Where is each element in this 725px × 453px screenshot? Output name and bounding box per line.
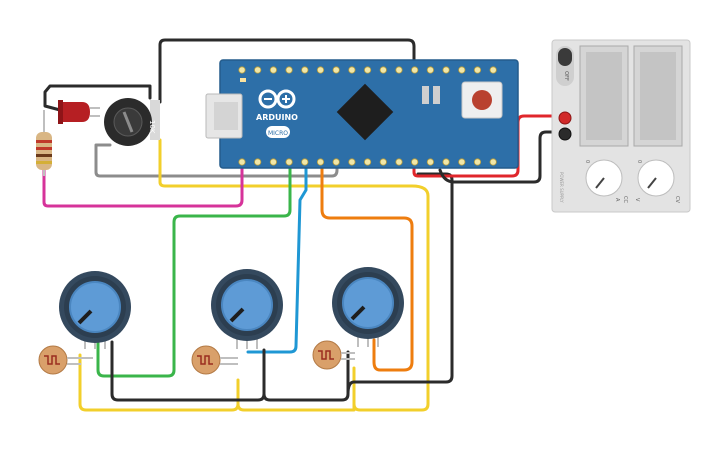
header-pin[interactable] bbox=[285, 66, 293, 74]
voltage-knob-caption: V bbox=[634, 198, 640, 202]
power-switch-label: OFF bbox=[563, 71, 569, 81]
header-pin[interactable] bbox=[238, 158, 246, 166]
arduino-logo: ARDUINO MICRO bbox=[256, 89, 298, 138]
header-pin[interactable] bbox=[379, 66, 387, 74]
wire-red-power[interactable] bbox=[412, 114, 564, 178]
wire-blue[interactable] bbox=[246, 160, 308, 354]
crystal bbox=[422, 86, 429, 104]
header-pin[interactable] bbox=[473, 158, 482, 166]
voltage-knob-cv: CV bbox=[674, 196, 680, 203]
negative-terminal[interactable] bbox=[558, 127, 572, 141]
header-pin[interactable] bbox=[363, 66, 372, 74]
header-pin[interactable] bbox=[269, 66, 277, 74]
header-pin[interactable] bbox=[458, 66, 466, 74]
header-pin[interactable] bbox=[332, 158, 340, 166]
photoresistor-1[interactable] bbox=[38, 345, 93, 375]
trimpot-10k[interactable]: 10K bbox=[104, 98, 160, 146]
bottom-header-pins bbox=[238, 158, 497, 166]
header-pin[interactable] bbox=[489, 66, 497, 74]
header-pin[interactable] bbox=[348, 66, 356, 74]
wire-black-power[interactable] bbox=[438, 130, 564, 184]
wire-black-bottom[interactable] bbox=[110, 172, 454, 402]
wire-black-top[interactable] bbox=[158, 38, 416, 104]
header-pin[interactable] bbox=[238, 66, 246, 74]
current-knob-cc: CC bbox=[622, 196, 628, 203]
voltage-knob-min: 0 bbox=[636, 160, 642, 163]
header-pin[interactable] bbox=[316, 158, 325, 166]
photoresistor-2[interactable] bbox=[191, 345, 238, 375]
arduino-micro-board[interactable]: ARDUINO MICRO bbox=[205, 59, 519, 169]
top-header-pins bbox=[238, 66, 497, 74]
header-pin[interactable] bbox=[254, 66, 262, 74]
wire-black-led[interactable] bbox=[43, 84, 152, 112]
header-pin[interactable] bbox=[285, 158, 293, 166]
trimpot-label: 10K bbox=[148, 120, 156, 134]
board-brand: ARDUINO bbox=[256, 113, 298, 122]
header-pin[interactable] bbox=[363, 158, 372, 166]
header-pin[interactable] bbox=[458, 158, 466, 166]
current-knob[interactable] bbox=[585, 159, 623, 197]
header-pin[interactable] bbox=[411, 66, 419, 74]
header-pin[interactable] bbox=[473, 66, 482, 74]
header-pin[interactable] bbox=[395, 66, 403, 74]
wires bbox=[42, 38, 564, 412]
header-pin[interactable] bbox=[301, 66, 309, 74]
reset-button[interactable] bbox=[461, 81, 503, 119]
header-pin[interactable] bbox=[316, 66, 325, 74]
board-model: MICRO bbox=[268, 130, 288, 137]
potentiometer-2[interactable] bbox=[211, 269, 283, 349]
power-supply-side-label: POWER SUPPLY bbox=[559, 172, 564, 203]
header-pin[interactable] bbox=[269, 158, 277, 166]
header-pin[interactable] bbox=[332, 66, 340, 74]
header-pin[interactable] bbox=[442, 66, 450, 74]
header-pin[interactable] bbox=[442, 158, 450, 166]
voltage-knob[interactable] bbox=[637, 159, 675, 197]
wire-green[interactable] bbox=[96, 160, 292, 378]
wire-yellow-trimpot[interactable] bbox=[158, 138, 430, 412]
power-switch[interactable]: OFF bbox=[556, 46, 574, 86]
wire-yellow-bottom[interactable] bbox=[78, 353, 356, 412]
photoresistor-3[interactable] bbox=[312, 340, 355, 370]
header-pin[interactable] bbox=[348, 158, 356, 166]
header-pin[interactable] bbox=[301, 158, 309, 166]
header-pin[interactable] bbox=[411, 158, 419, 166]
header-pin[interactable] bbox=[426, 66, 434, 74]
header-pin[interactable] bbox=[489, 158, 497, 166]
red-led[interactable] bbox=[58, 100, 100, 124]
wire-gray[interactable] bbox=[94, 143, 339, 178]
power-supply[interactable]: OFF 0 A CC 0 V CV POWER SUPPLY bbox=[551, 39, 691, 213]
header-pin[interactable] bbox=[254, 158, 262, 166]
current-knob-caption: A bbox=[614, 198, 620, 202]
header-pin[interactable] bbox=[395, 158, 403, 166]
crystal-2 bbox=[433, 86, 440, 104]
potentiometer-1[interactable] bbox=[59, 271, 131, 349]
header-pin[interactable] bbox=[379, 158, 387, 166]
positive-terminal[interactable] bbox=[558, 111, 572, 125]
current-knob-min: 0 bbox=[584, 160, 590, 163]
resistor[interactable] bbox=[36, 110, 52, 176]
wire-orange[interactable] bbox=[320, 160, 414, 372]
wire-magenta[interactable] bbox=[42, 160, 244, 208]
board-led-1 bbox=[240, 78, 246, 82]
header-pin[interactable] bbox=[426, 158, 434, 166]
potentiometer-3[interactable] bbox=[332, 267, 404, 347]
